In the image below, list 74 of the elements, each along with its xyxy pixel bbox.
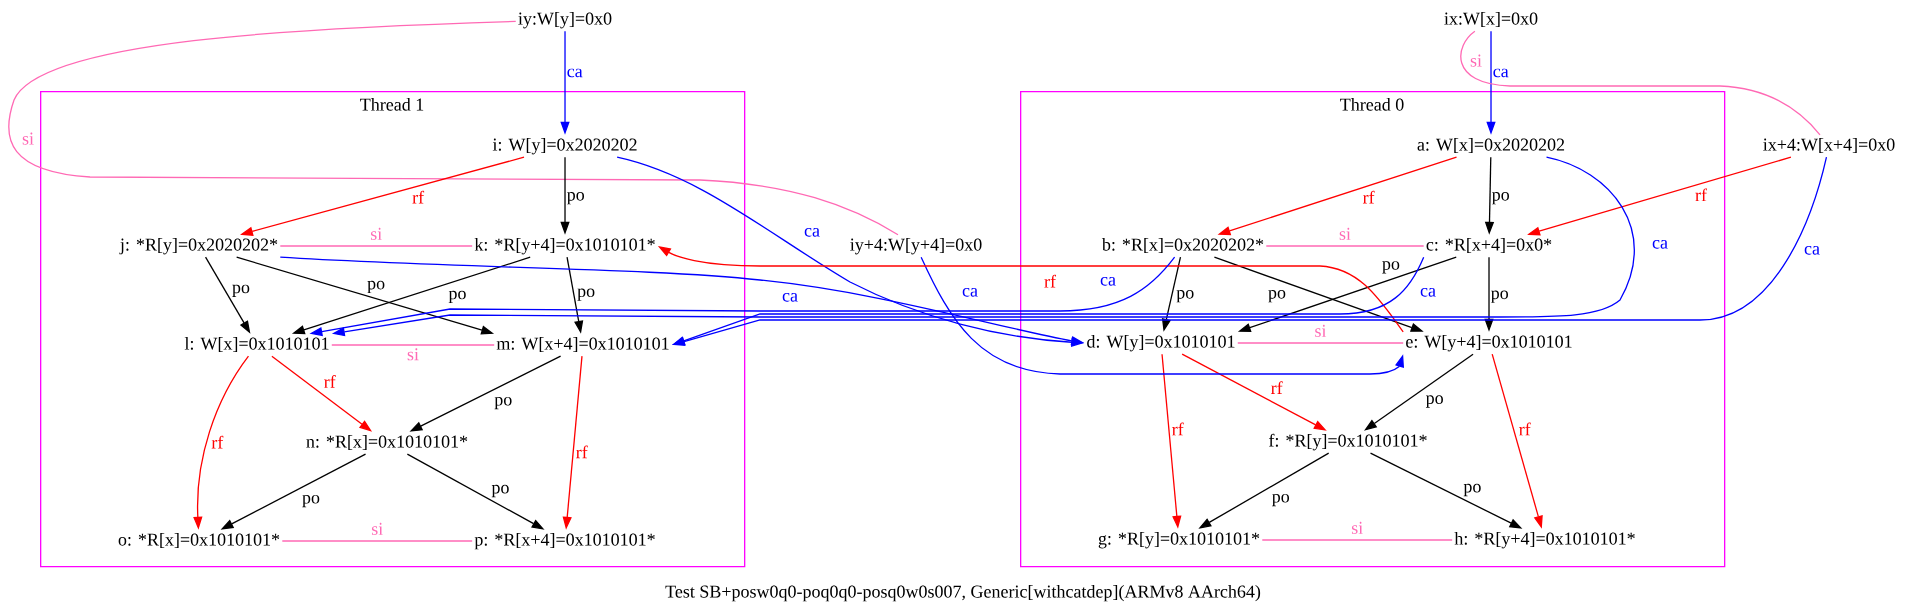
- event-label: iy+4:W[y+4]=0x0: [850, 238, 982, 255]
- edge-label: po: [567, 192, 585, 205]
- event-label: iy:W[y]=0x0: [518, 12, 612, 29]
- edge-label: rf: [1044, 274, 1056, 288]
- edge-label: po: [491, 484, 509, 498]
- edge-label: rf: [1362, 190, 1375, 204]
- edge-label: ca: [567, 68, 583, 78]
- edge-label: po: [1491, 290, 1508, 303]
- edge-label: ca: [1100, 277, 1116, 286]
- event-label: p: *R[x+4]=0x1010101*: [474, 533, 655, 550]
- edge-label: rf: [211, 435, 224, 449]
- event-label: a: W[x]=0x2020202: [1417, 138, 1565, 153]
- edge-label: rf: [324, 375, 336, 388]
- edge-label: si: [407, 348, 419, 361]
- edge-label: si: [371, 522, 383, 535]
- edge-label: po: [1492, 192, 1509, 205]
- edge-label: po: [1425, 395, 1443, 408]
- connector-line: [279, 245, 473, 247]
- edge-label: po: [302, 494, 320, 508]
- event-label: n: *R[x]=0x1010101*: [306, 435, 468, 450]
- edge-label: po: [1463, 483, 1481, 497]
- edge-label: ca: [1804, 246, 1820, 255]
- event-label: b: *R[x]=0x2020202*: [1101, 238, 1264, 253]
- edge-label: po: [494, 396, 512, 410]
- edge-label: po: [1268, 290, 1286, 303]
- connector-line: [1460, 30, 1821, 136]
- edge-label: si: [370, 227, 382, 240]
- arrow: [1364, 353, 1474, 431]
- edge-label: po: [367, 280, 385, 294]
- edge-label: po: [577, 288, 595, 301]
- edge-label: ca: [1493, 68, 1509, 78]
- event-label: h: *R[y+4]=0x1010101*: [1454, 532, 1635, 549]
- edge-label: si: [1315, 324, 1327, 337]
- connector-line: [1265, 245, 1425, 247]
- edge-label: po: [232, 284, 250, 297]
- edge-label: po: [1382, 261, 1400, 274]
- event-label: d: W[y]=0x1010101: [1087, 335, 1235, 352]
- event-label: k: *R[y+4]=0x1010101*: [474, 238, 655, 255]
- event-label: f: *R[y]=0x1010101*: [1269, 433, 1427, 451]
- edge-label: ca: [1420, 288, 1436, 297]
- edge-label: po: [1176, 290, 1194, 303]
- event-label: j: *R[y]=0x2020202*: [119, 238, 278, 255]
- edge-label: si: [22, 132, 34, 145]
- edge-label: ca: [1652, 240, 1668, 249]
- connector-line: [8, 20, 899, 236]
- event-label: c: *R[x+4]=0x0*: [1426, 238, 1552, 253]
- event-label: ix:W[x]=0x0: [1444, 12, 1538, 27]
- connector-line: [281, 540, 473, 542]
- arrow: [920, 256, 1404, 375]
- edge-label: rf: [1271, 381, 1283, 394]
- event-label: i: W[y]=0x2020202: [492, 138, 637, 155]
- event-label: m: W[x+4]=0x1010101: [496, 337, 669, 352]
- edge-label: si: [1351, 521, 1363, 534]
- connector-line: [331, 344, 495, 346]
- edge-label: po: [1272, 493, 1290, 507]
- edge-label: rf: [412, 190, 425, 204]
- connector-line: [1237, 342, 1404, 344]
- edge-label: ca: [962, 288, 978, 297]
- event-label: l: W[x]=0x1010101: [184, 337, 329, 352]
- edge-label: rf: [1172, 422, 1184, 436]
- event-label: e: W[y+4]=0x1010101: [1406, 335, 1572, 352]
- edge-label: si: [1339, 227, 1351, 240]
- caption: Test SB+posw0q0-poq0q0-posq0w0s007, Generic[withcatdep](ARMv8 AArch64): [665, 585, 1261, 602]
- edge-label: rf: [1519, 422, 1531, 436]
- event-label: o: *R[x]=0x1010101*: [118, 533, 280, 548]
- edge-label: ca: [804, 228, 820, 237]
- event-label: g: *R[y]=0x1010101*: [1098, 532, 1260, 549]
- edge-label: si: [1470, 54, 1482, 67]
- edge-label: rf: [576, 445, 588, 459]
- edge-label: po: [448, 290, 466, 303]
- edge-label: rf: [1695, 188, 1707, 202]
- connector-line: [1261, 539, 1453, 541]
- edge-label: ca: [782, 293, 798, 302]
- event-label: ix+4:W[x+4]=0x0: [1763, 138, 1895, 153]
